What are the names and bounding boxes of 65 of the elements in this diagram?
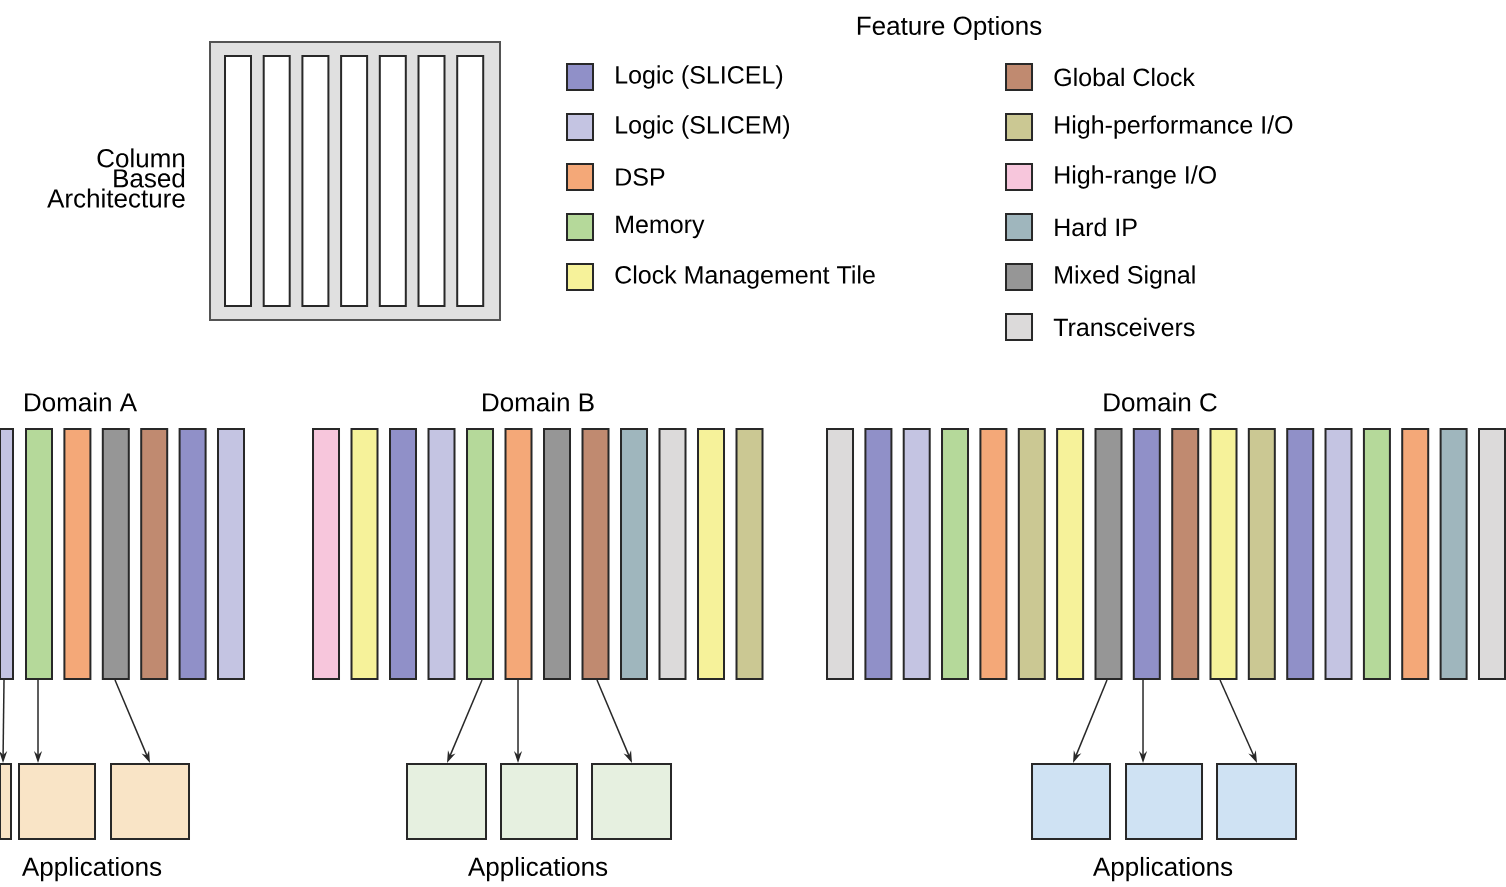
column-bar (466, 428, 494, 680)
column-bar (504, 428, 533, 680)
legend-label: Logic (SLICEM) (616, 115, 790, 139)
application-box (1031, 763, 1111, 840)
group-label: Applications (1092, 856, 1233, 882)
column-bar (1286, 428, 1315, 680)
column-bar (217, 428, 245, 680)
column-bar (350, 428, 379, 680)
column-bar (1017, 428, 1046, 680)
application-box (591, 763, 672, 840)
column-bar (1401, 428, 1430, 680)
column-bar (63, 428, 92, 680)
application-box (1125, 763, 1203, 840)
application-box (1216, 763, 1297, 840)
legend-label: DSP (616, 168, 665, 186)
legend-label: Logic (SLICEL) (616, 65, 783, 89)
column-bar (101, 428, 130, 680)
column-bar (543, 428, 571, 680)
legend-label: High-range I/O (1055, 165, 1216, 189)
column-bar (1247, 428, 1276, 680)
column-bar (1209, 428, 1238, 680)
domain-label: Domain A (25, 392, 137, 412)
column-bar (0, 428, 14, 680)
column-bar (1056, 428, 1085, 680)
column-bar (581, 428, 610, 680)
legend-label: Hard IP (1055, 217, 1137, 237)
column-bar (1094, 428, 1123, 680)
legend-label: Transceivers (1053, 317, 1195, 337)
column-bar (140, 428, 169, 680)
legend-label: High-performance I/O (1055, 115, 1293, 139)
legend-label: Mixed Signal (1055, 265, 1195, 289)
column-bar (658, 428, 687, 680)
application-box (500, 763, 578, 840)
domain-label: Domain B (483, 392, 594, 412)
column-bar (941, 428, 969, 680)
column-bar (979, 428, 1008, 680)
group-label: Applications (21, 856, 162, 882)
column-bar (25, 428, 53, 680)
column-bar (1478, 428, 1506, 680)
column-bar (1132, 428, 1161, 680)
column-bar (826, 428, 854, 680)
column-bar (312, 428, 340, 680)
column-bar (1324, 428, 1353, 680)
column-bar (620, 428, 648, 680)
caption: Column Based Architecture (47, 148, 185, 208)
application-box (18, 763, 96, 840)
column-bar (389, 428, 417, 680)
column-bar (902, 428, 931, 680)
column-bar (178, 428, 207, 680)
application-box (0, 763, 12, 840)
application-box (110, 763, 190, 840)
legend-title: Feature Options (857, 15, 1042, 41)
column-bar (1362, 428, 1391, 680)
column-bar (735, 428, 764, 680)
application-box (406, 763, 487, 840)
legend-label: Global Clock (1054, 67, 1195, 87)
column-bar (1439, 428, 1468, 680)
column-bar (427, 428, 456, 680)
legend-label: Memory (616, 215, 705, 239)
legend-label: Clock Management Tile (615, 265, 875, 289)
group-label: Applications (467, 856, 608, 882)
column-bar (864, 428, 893, 680)
column-bar (1171, 428, 1200, 680)
column-bar (697, 428, 725, 680)
domain-label: Domain C (1104, 392, 1217, 412)
